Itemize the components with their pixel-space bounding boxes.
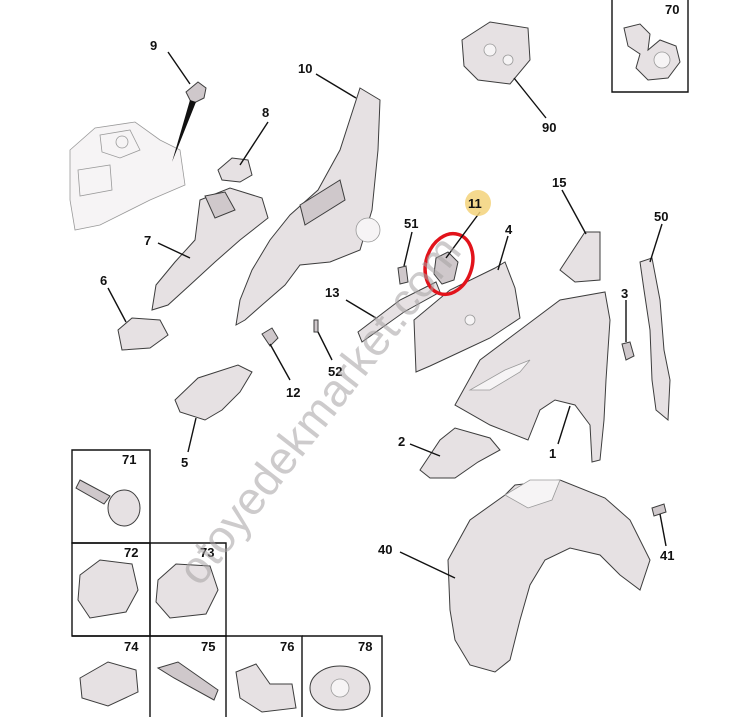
callout-4: 4 [505,222,513,237]
leader-lines [107,51,667,579]
callout-40: 40 [378,542,392,557]
part-4[interactable] [413,261,521,373]
fastener-74-label: 74 [124,639,139,654]
part-50[interactable] [639,257,671,422]
part-5[interactable] [174,364,253,421]
part-3[interactable] [621,341,635,361]
part-11[interactable] [418,227,481,300]
part-90[interactable] [461,21,531,85]
callout-8: 8 [262,105,269,120]
callout-13: 13 [325,285,339,300]
fastener-70-label: 70 [665,2,679,17]
fastener-71[interactable]: 71 [75,452,141,527]
part-51[interactable] [397,265,409,285]
part-7[interactable] [151,187,269,311]
fastener-75-label: 75 [201,639,215,654]
callout-11: 11 [468,196,482,211]
part-15[interactable] [559,231,601,283]
callout-9: 9 [150,38,157,53]
highlight-ring [423,231,475,297]
callout-41: 41 [660,548,674,563]
callout-7: 7 [144,233,151,248]
fastener-76[interactable]: 76 [235,639,297,713]
fastener-75[interactable]: 75 [156,639,219,701]
callout-2: 2 [398,434,405,449]
part-8[interactable] [217,157,253,183]
part-6[interactable] [117,317,169,351]
body-section-ghost [69,121,186,231]
callout-5: 5 [181,455,188,470]
part-1[interactable] [454,291,611,463]
callout-6: 6 [100,273,107,288]
part-9[interactable] [172,81,207,162]
part-40[interactable] [447,479,651,673]
fastener-78-label: 78 [358,639,372,654]
part-10[interactable] [235,87,381,326]
part-41[interactable] [651,503,667,517]
fastener-73[interactable]: 73 [155,545,219,619]
callout-1: 1 [549,446,556,461]
fastener-73-label: 73 [200,545,214,560]
highlight-badge [465,190,491,216]
fastener-72-label: 72 [124,545,138,560]
fastener-74[interactable]: 74 [79,639,139,707]
callout-51: 51 [404,216,418,231]
callout-15: 15 [552,175,566,190]
fastener-71-label: 71 [122,452,136,467]
part-12[interactable] [261,327,279,347]
callout-52: 52 [328,364,342,379]
part-2[interactable] [419,427,501,479]
callout-12: 12 [286,385,300,400]
fastener-72[interactable]: 72 [77,545,139,619]
callout-labels: 9 10 8 7 6 5 12 52 13 51 11 4 15 50 3 1 … [100,38,674,563]
part-52[interactable] [313,319,319,333]
fastener-box-70[interactable]: 70 [611,0,689,93]
fastener-78[interactable]: 78 [309,639,372,711]
callout-50: 50 [654,209,668,224]
fastener-grid [71,449,383,717]
callout-90: 90 [542,120,556,135]
callout-10: 10 [298,61,312,76]
callout-3: 3 [621,286,628,301]
fastener-76-label: 76 [280,639,294,654]
